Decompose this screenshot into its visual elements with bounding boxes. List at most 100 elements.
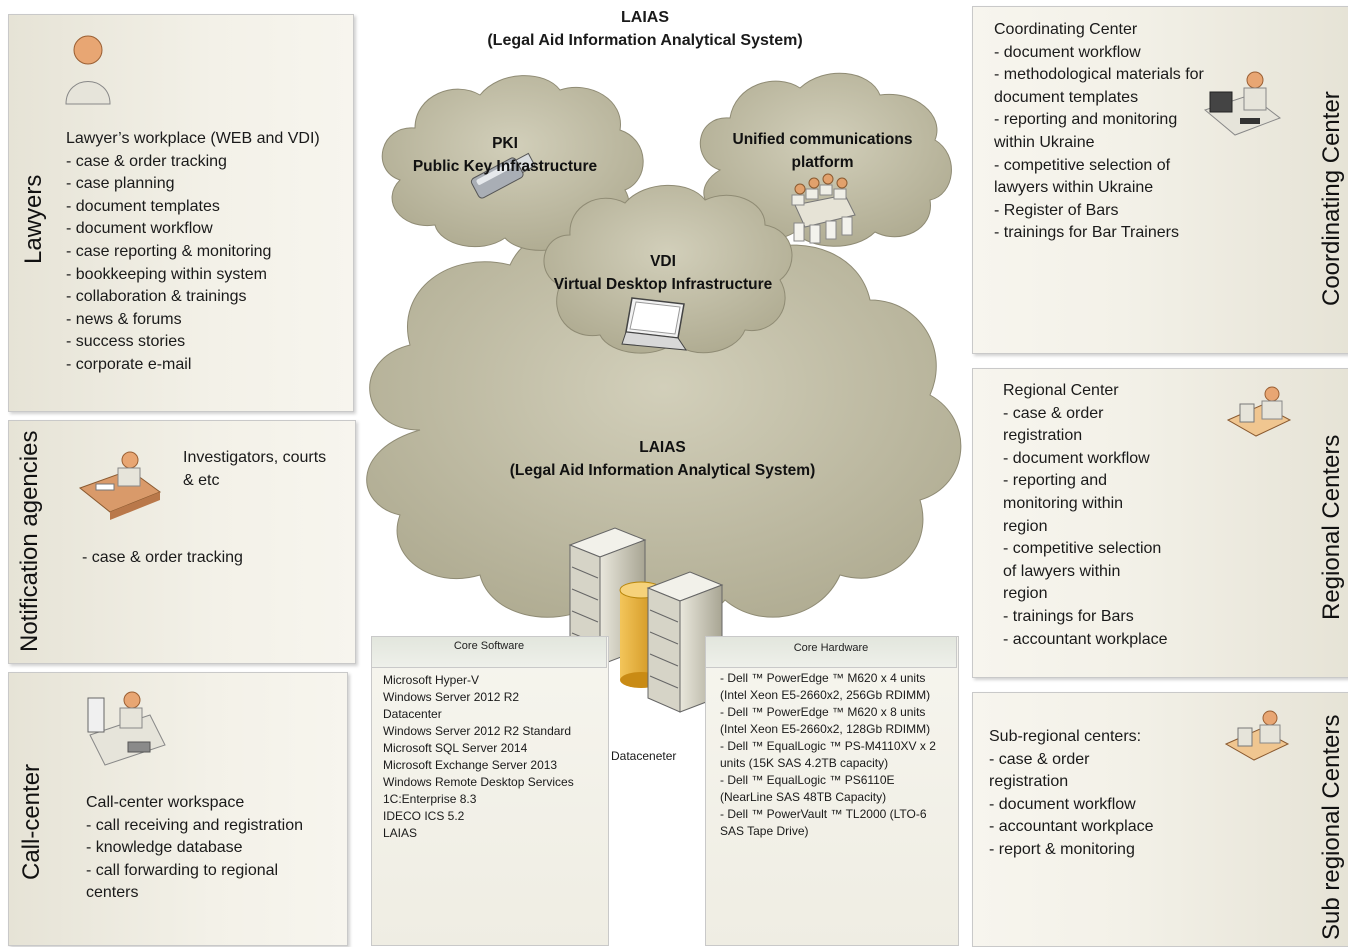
ucp-label: Unified communications platform xyxy=(715,128,930,174)
pki-title: PKI xyxy=(492,135,518,152)
software-item: Windows Server 2012 R2 xyxy=(383,690,520,704)
subregional-item: - case & order xyxy=(989,750,1090,768)
conference-icon xyxy=(791,173,856,244)
usb-stick-icon xyxy=(470,152,536,199)
subregional-side-label: Sub regional Centers xyxy=(1318,714,1345,940)
core-software-heading: Core Software xyxy=(453,640,525,652)
regional-item: monitoring within xyxy=(1003,494,1124,512)
pki-subtitle: Public Key Infrastructure xyxy=(412,158,598,175)
software-item: Windows Server 2012 R2 Standard xyxy=(383,724,572,738)
software-item: IDECO ICS 5.2 xyxy=(383,809,465,823)
coordinating-item: lawyers within Ukraine xyxy=(994,179,1154,197)
lawyers-item: - news & forums xyxy=(66,310,182,328)
core-hardware-header xyxy=(705,636,957,668)
lawyers-item: - document templates xyxy=(66,197,220,215)
datacenter-label: Dataceneter xyxy=(611,749,677,763)
hardware-item: units (15K SAS 4.2TB capacity) xyxy=(720,756,889,770)
lawyers-item: - case planning xyxy=(66,175,175,193)
lawyers-text: Lawyer’s workplace (WEB and VDI) - case … xyxy=(66,128,320,377)
subregional-item: registration xyxy=(989,773,1069,791)
vdi-title: VDI xyxy=(650,253,676,270)
lawyers-item: - success stories xyxy=(66,333,186,351)
regional-heading: Regional Center xyxy=(1003,382,1119,399)
lawyers-item: - corporate e-mail xyxy=(66,355,192,373)
lawyers-item: - case reporting & monitoring xyxy=(66,242,272,260)
core-hardware-heading: Core Hardware xyxy=(793,642,869,654)
core-software-header xyxy=(371,636,607,668)
coordinating-item: - competitive selection of xyxy=(994,156,1171,174)
hardware-item: - Dell ™ EqualLogic ™ PS-M4110XV x 2 xyxy=(720,739,936,753)
hardware-item: - Dell ™ PowerEdge ™ M620 x 4 units xyxy=(720,671,926,685)
hardware-item: (Intel Xeon E5-2660x2, 128Gb RDIMM) xyxy=(720,722,931,736)
coordinating-item: - reporting and monitoring xyxy=(994,111,1178,129)
vdi-cloud xyxy=(543,184,793,354)
laptop-icon xyxy=(621,297,687,351)
callcenter-item: - knowledge database xyxy=(86,839,243,857)
notification-side-label: Notification agencies xyxy=(16,430,43,652)
ucp-line2: platform xyxy=(791,154,854,171)
hardware-item: - Dell ™ PowerVault ™ TL2000 (LTO-6 xyxy=(720,807,927,821)
notification-panel xyxy=(8,420,356,664)
diagram-title: LAIAS (Legal Aid Information Analytical … xyxy=(470,6,820,52)
software-item: Datacenter xyxy=(383,707,442,721)
regional-side-label: Regional Centers xyxy=(1318,434,1345,620)
core-hardware-list: - Dell ™ PowerEdge ™ M620 x 4 units (Int… xyxy=(720,670,936,840)
callcenter-panel xyxy=(8,672,348,946)
subregional-item: - accountant workplace xyxy=(989,818,1154,836)
core-software-box xyxy=(371,636,609,946)
lawyers-panel xyxy=(8,14,354,412)
regional-item: of lawyers within xyxy=(1003,562,1121,580)
software-item: Microsoft Hyper-V xyxy=(383,673,480,687)
diagram-title-line2: (Legal Aid Information Analytical System… xyxy=(487,32,803,49)
regional-item: region xyxy=(1003,517,1048,535)
subregional-heading: Sub-regional centers: xyxy=(989,728,1142,745)
datacenter-servers-icon xyxy=(568,527,724,713)
regional-item: region xyxy=(1003,585,1048,603)
lawyers-item: - collaboration & trainings xyxy=(66,288,247,306)
callcenter-item: centers xyxy=(86,884,139,902)
subregional-item: - document workflow xyxy=(989,795,1136,813)
software-item: Microsoft Exchange Server 2013 xyxy=(383,758,558,772)
lawyers-item: - document workflow xyxy=(66,220,213,238)
regional-item: - accountant workplace xyxy=(1003,630,1168,648)
lawyers-item: - bookkeeping within system xyxy=(66,265,267,283)
coordinating-item: - document workflow xyxy=(994,43,1141,61)
laias-label: LAIAS (Legal Aid Information Analytical … xyxy=(490,436,835,482)
hardware-item: (NearLine SAS 48TB Capacity) xyxy=(720,790,887,804)
laias-cloud xyxy=(366,224,962,632)
core-software-list: Microsoft Hyper-V Windows Server 2012 R2… xyxy=(383,672,574,842)
software-item: Microsoft SQL Server 2014 xyxy=(383,741,528,755)
lawyers-side-label: Lawyers xyxy=(20,174,47,264)
callcenter-side-label: Call-center xyxy=(18,763,45,880)
diagram-title-line1: LAIAS xyxy=(621,9,669,26)
subregional-item: - report & monitoring xyxy=(989,840,1135,858)
coordinating-text: Coordinating Center - document workflow … xyxy=(994,19,1204,245)
regional-text: Regional Center - case & order registrat… xyxy=(1003,380,1168,651)
vdi-subtitle: Virtual Desktop Infrastructure xyxy=(553,276,773,293)
lawyers-heading: Lawyer’s workplace (WEB and VDI) xyxy=(66,130,320,147)
coordinating-side-label: Coordinating Center xyxy=(1318,91,1345,306)
notification-heading-line2: & etc xyxy=(183,471,220,489)
ucp-line1: Unified communications xyxy=(732,131,913,148)
hardware-item: SAS Tape Drive) xyxy=(720,824,809,838)
regional-item: - competitive selection xyxy=(1003,540,1162,558)
coordinating-item: within Ukraine xyxy=(994,133,1095,151)
regional-item: - document workflow xyxy=(1003,449,1150,467)
regional-item: - trainings for Bars xyxy=(1003,607,1134,625)
vdi-label: VDI Virtual Desktop Infrastructure xyxy=(538,250,788,296)
coordinating-item: - trainings for Bar Trainers xyxy=(994,224,1179,242)
subregional-text: Sub-regional centers: - case & order reg… xyxy=(989,726,1154,862)
callcenter-heading: Call-center workspace xyxy=(86,794,245,811)
callcenter-text: Call-center workspace - call receiving a… xyxy=(86,792,303,905)
software-item: Windows Remote Desktop Services xyxy=(383,775,574,789)
hardware-item: - Dell ™ PowerEdge ™ M620 x 8 units xyxy=(720,705,926,719)
software-item: 1C:Enterprise 8.3 xyxy=(383,792,477,806)
regional-item: - reporting and xyxy=(1003,472,1108,490)
coordinating-heading: Coordinating Center xyxy=(994,21,1138,38)
callcenter-item: - call receiving and registration xyxy=(86,816,303,834)
coordinating-item: - methodological materials for xyxy=(994,66,1204,84)
pki-label: PKI Public Key Infrastructure xyxy=(400,132,610,178)
coordinating-item: document templates xyxy=(994,88,1139,106)
hardware-item: (Intel Xeon E5-2660x2, 256Gb RDIMM) xyxy=(720,688,931,702)
